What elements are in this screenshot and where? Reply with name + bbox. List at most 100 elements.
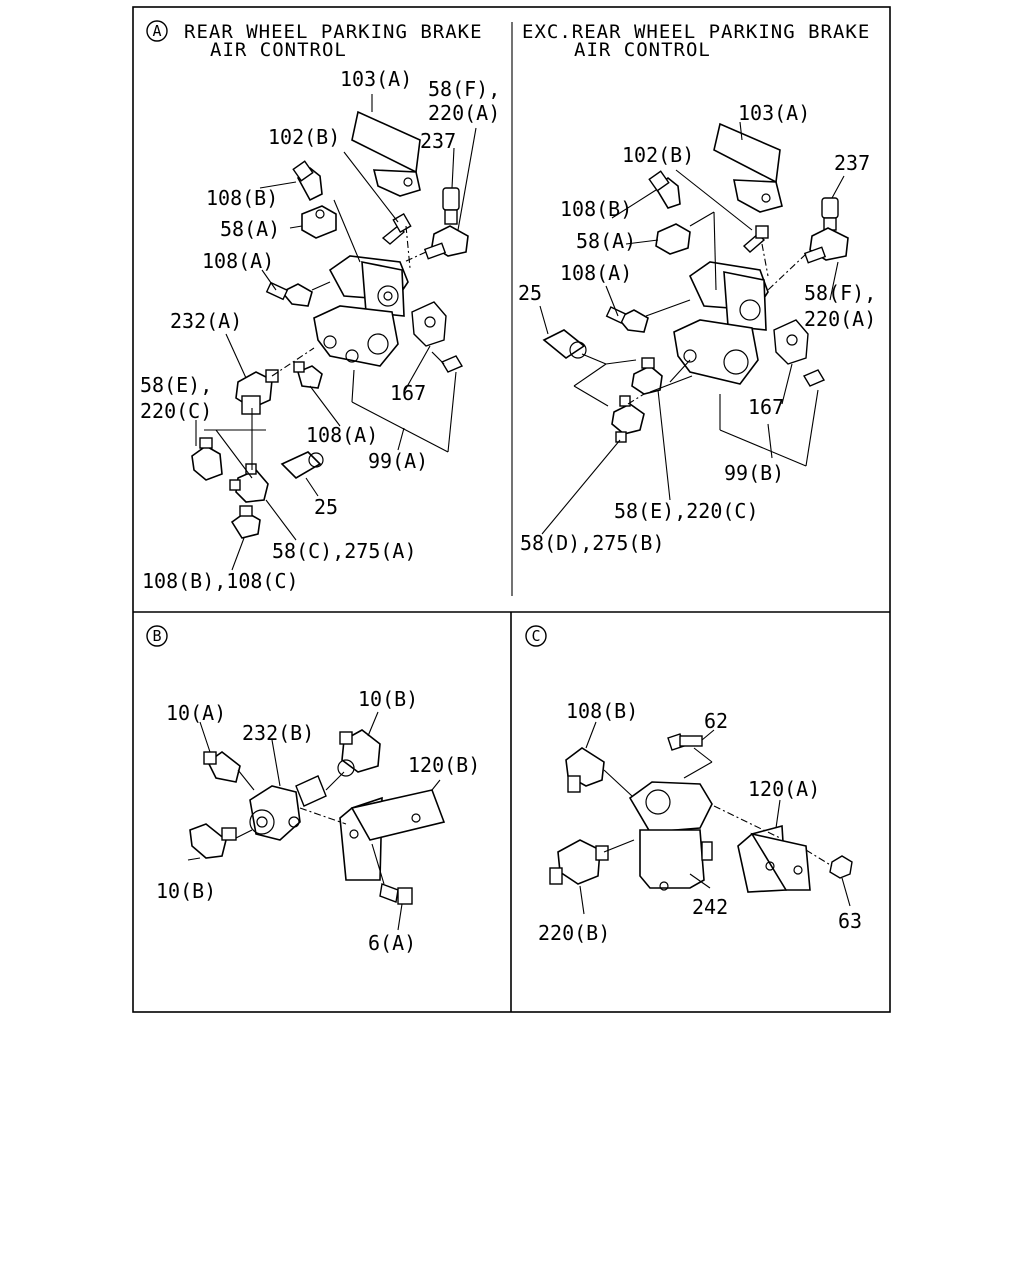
label-103a-exc: 103(A)	[738, 101, 810, 125]
label-237: 237	[420, 129, 456, 153]
bolt-102b-exc	[742, 225, 769, 253]
panel-exc-leader-lines	[539, 121, 845, 535]
label-220a: 220(A)	[428, 101, 500, 125]
svg-text:B: B	[152, 627, 161, 645]
valve-assembly-exc	[673, 261, 809, 385]
label-10a: 10(A)	[166, 701, 226, 725]
fitting-10a	[203, 751, 241, 783]
panel-c-marker: C	[525, 625, 547, 647]
panel-exc-labels: 103(A) 237 102(B) 108(B) 58(A) 25 108(A)…	[518, 101, 876, 555]
fitting-108a-lower	[293, 361, 323, 389]
label-242: 242	[692, 895, 728, 919]
label-108b-108c: 108(B),108(C)	[142, 569, 299, 593]
panel-a: A REAR WHEEL PARKING BRAKE AIR CONTROL	[140, 20, 500, 593]
elbow-108b	[292, 160, 323, 202]
panel-a-labels: 103(A) 58(F), 220(A) 102(B) 237 108(B) 5…	[140, 67, 500, 593]
label-58f: 58(F),	[428, 77, 500, 101]
tee-58e	[191, 437, 223, 481]
bolt-6a	[379, 883, 413, 905]
panel-a-title: REAR WHEEL PARKING BRAKE	[184, 21, 483, 43]
panel-c-leader-lines	[579, 721, 851, 915]
panel-a-marker: A	[146, 20, 168, 42]
label-220c: 220(C)	[140, 399, 212, 423]
panel-c: C	[525, 625, 862, 945]
cross-58c	[229, 463, 269, 503]
label-58c-275a: 58(C),275(A)	[272, 539, 417, 563]
panel-a-subtitle: AIR CONTROL	[210, 39, 347, 61]
panel-exc-title: EXC.REAR WHEEL PARKING BRAKE	[522, 21, 870, 43]
label-108b: 108(B)	[206, 186, 278, 210]
label-10b-bottom: 10(B)	[156, 879, 216, 903]
tee-58f	[423, 225, 469, 260]
bracket-120b	[339, 789, 446, 881]
label-25-exc: 25	[518, 281, 542, 305]
panel-a-leader-lines	[195, 94, 477, 571]
label-58a-exc: 58(A)	[576, 229, 636, 253]
label-103a: 103(A)	[340, 67, 412, 91]
elbow-10b-bottom	[189, 823, 237, 859]
label-167-exc: 167	[748, 395, 784, 419]
elbow-10b-top	[337, 729, 381, 777]
label-63: 63	[838, 909, 862, 933]
label-58e-220c-exc: 58(E),220(C)	[614, 499, 759, 523]
elbow-108a	[265, 281, 313, 307]
tee-220b	[549, 839, 609, 885]
bolt-99b-exc	[802, 369, 826, 387]
label-108a-lower: 108(A)	[306, 423, 378, 447]
svg-text:C: C	[531, 627, 540, 645]
label-6a: 6(A)	[368, 931, 416, 955]
svg-text:A: A	[152, 22, 161, 40]
nut-63	[829, 855, 853, 879]
bracket-103a	[351, 110, 421, 197]
cross-58d-exc	[611, 395, 645, 443]
label-62: 62	[704, 709, 728, 733]
diagram-frame	[132, 6, 891, 1013]
label-120b: 120(B)	[408, 753, 480, 777]
panel-b-marker: B	[146, 625, 168, 647]
bracket-120a	[737, 824, 811, 893]
switch-25	[280, 451, 324, 480]
label-108b-c: 108(B)	[566, 699, 638, 723]
panel-b-labels: 10(A) 10(B) 232(B) 120(B) 10(B) 6(A)	[156, 687, 480, 955]
label-108a-exc: 108(A)	[560, 261, 632, 285]
label-237-exc: 237	[834, 151, 870, 175]
switch-25-exc	[542, 329, 587, 359]
elbow-108b-c	[565, 747, 605, 793]
valve-242	[628, 781, 713, 891]
valve-assembly-a	[313, 255, 447, 367]
elbow-108bc	[230, 505, 261, 539]
label-108a: 108(A)	[202, 249, 274, 273]
plug-237	[442, 187, 460, 225]
panel-c-labels: 108(B) 62 120(A) 242 220(B) 63	[538, 699, 862, 945]
panel-b: B	[146, 625, 480, 955]
label-120a: 120(A)	[748, 777, 820, 801]
label-99a: 99(A)	[368, 449, 428, 473]
label-10b-top: 10(B)	[358, 687, 418, 711]
label-102b: 102(B)	[268, 125, 340, 149]
panel-b-leader-lines	[187, 711, 441, 931]
plug-232a	[235, 369, 279, 415]
tee-58f-exc	[803, 227, 849, 264]
panel-exc: EXC.REAR WHEEL PARKING BRAKE AIR CONTROL	[518, 21, 876, 555]
label-232b: 232(B)	[242, 721, 314, 745]
valve-232b	[249, 775, 327, 841]
label-25: 25	[314, 495, 338, 519]
label-108b-exc: 108(B)	[560, 197, 632, 221]
elbow-108a-exc	[605, 306, 649, 333]
plug-237-exc	[821, 197, 839, 231]
label-58a: 58(A)	[220, 217, 280, 241]
nut-58a	[301, 205, 337, 239]
label-220a-exc: 220(A)	[804, 307, 876, 331]
tee-58e-exc	[631, 357, 663, 395]
label-58d-275b-exc: 58(D),275(B)	[520, 531, 665, 555]
bracket-103a-exc	[713, 122, 783, 213]
label-220b: 220(B)	[538, 921, 610, 945]
label-167: 167	[390, 381, 426, 405]
elbow-108b-exc	[648, 170, 681, 209]
label-99b-exc: 99(B)	[724, 461, 784, 485]
label-58f-exc: 58(F),	[804, 281, 876, 305]
label-232a: 232(A)	[170, 309, 242, 333]
nut-58a-exc	[655, 223, 691, 255]
bolt-99a	[431, 351, 464, 373]
